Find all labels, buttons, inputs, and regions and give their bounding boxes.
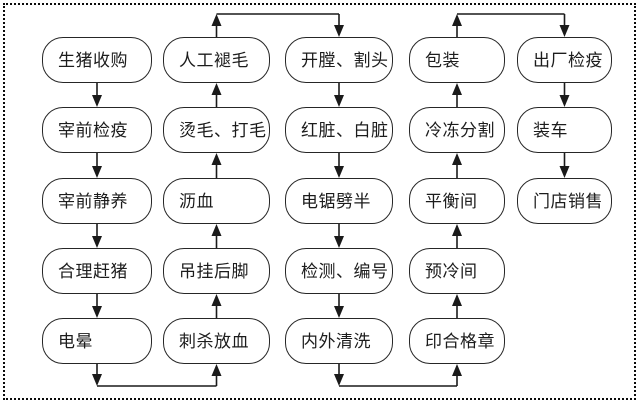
flow-node-truck-loading: 装车 — [517, 107, 612, 153]
flow-node-inspection-numbering: 检测、编号 — [285, 248, 393, 294]
flow-node-evisceration-head-cut: 开膛、割头 — [285, 37, 393, 83]
flow-node-red-white-offal: 红脏、白脏 — [285, 107, 393, 153]
flow-node-exit-quarantine: 出厂检疫 — [517, 37, 612, 83]
flow-node-scalding-dehairing: 烫毛、打毛 — [163, 107, 270, 153]
flow-node-proper-pig-driving: 合理赶猪 — [42, 248, 152, 294]
flow-node-packaging: 包装 — [409, 37, 505, 83]
flow-node-store-sales: 门店销售 — [517, 178, 612, 224]
flow-node-hind-leg-hanging: 吊挂后脚 — [163, 248, 270, 294]
flow-node-electric-saw-splitting: 电锯劈半 — [285, 178, 393, 224]
flow-node-electric-stunning: 电晕 — [42, 318, 152, 364]
flow-node-frozen-cutting: 冷冻分割 — [409, 107, 505, 153]
flow-node-pre-slaughter-rest: 宰前静养 — [42, 178, 152, 224]
flow-node-sticking-bleeding: 刺杀放血 — [163, 318, 270, 364]
flow-node-quality-stamp: 印合格章 — [409, 318, 505, 364]
flow-node-pre-slaughter-quarantine: 宰前检疫 — [42, 107, 152, 153]
flow-node-inside-outside-washing: 内外清洗 — [285, 318, 393, 364]
flow-node-pre-cooling-room: 预冷间 — [409, 248, 505, 294]
flow-node-live-pig-purchase: 生猪收购 — [42, 37, 152, 83]
flow-node-blood-draining: 沥血 — [163, 178, 270, 224]
flow-node-manual-dehairing: 人工褪毛 — [163, 37, 270, 83]
flow-node-equilibrium-room: 平衡间 — [409, 178, 505, 224]
